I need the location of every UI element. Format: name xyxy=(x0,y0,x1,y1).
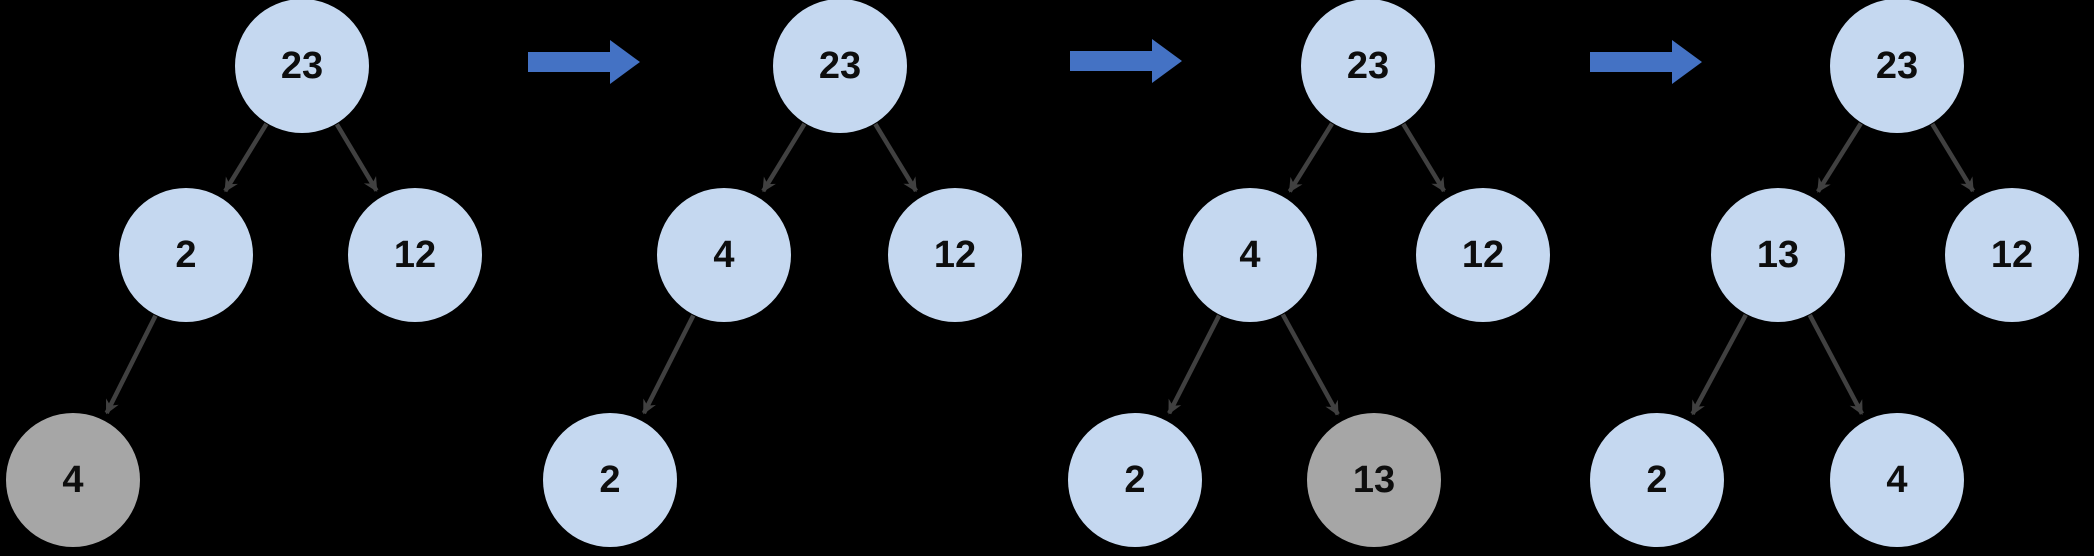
tree-node: 12 xyxy=(888,188,1022,322)
tree-node-circle xyxy=(1183,188,1317,322)
step-arrow-icon xyxy=(528,40,640,84)
tree-step-3: 23 4 12 2 13 xyxy=(1068,0,1550,547)
tree-node-label: 4 xyxy=(1239,234,1260,276)
tree-node-label: 13 xyxy=(1757,234,1799,276)
tree-node-circle xyxy=(543,413,677,547)
tree-node-circle-highlighted xyxy=(6,413,140,547)
tree-node-label: 13 xyxy=(1353,459,1395,501)
tree-node-circle xyxy=(888,188,1022,322)
tree-node: 4 xyxy=(1183,188,1317,322)
edge-arrow xyxy=(1401,122,1446,193)
tree-node-circle xyxy=(1068,413,1202,547)
tree-node: 13 xyxy=(1711,188,1845,322)
tree-node-circle xyxy=(1711,188,1845,322)
tree-node-circle xyxy=(1416,188,1550,322)
tree-node-label: 12 xyxy=(1991,234,2033,276)
tree-step-2: 23 4 12 2 xyxy=(543,0,1022,547)
tree-node-label: 12 xyxy=(1462,234,1504,276)
tree-node: 12 xyxy=(348,188,482,322)
tree-node: 2 xyxy=(1068,413,1202,547)
tree-node-circle xyxy=(773,0,907,133)
tree-node-label: 2 xyxy=(599,459,620,501)
tree-node-label: 4 xyxy=(1886,459,1907,501)
tree-node: 12 xyxy=(1416,188,1550,322)
tree-node-circle xyxy=(1830,0,1964,133)
tree-node-circle xyxy=(657,188,791,322)
tree-node: 23 xyxy=(1830,0,1964,133)
tree-node-label: 23 xyxy=(819,45,861,87)
step-arrow-icon xyxy=(1070,39,1182,83)
tree-step-1: 23 2 12 4 xyxy=(6,0,482,547)
tree-step-4: 23 13 12 2 4 xyxy=(1590,0,2079,547)
tree-node-circle xyxy=(119,188,253,322)
edge-arrow xyxy=(1690,313,1748,416)
edge-arrow xyxy=(223,122,269,193)
edge-arrow xyxy=(1167,314,1222,415)
tree-node-circle xyxy=(348,188,482,322)
edge-arrow xyxy=(1287,122,1334,193)
edge-arrow xyxy=(1807,314,1864,415)
tree-node: 23 xyxy=(235,0,369,133)
tree-node: 2 xyxy=(543,413,677,547)
tree-node-label: 4 xyxy=(713,234,734,276)
tree-node: 13 xyxy=(1307,413,1441,547)
edge-arrow xyxy=(761,122,807,193)
tree-node: 23 xyxy=(1301,0,1435,133)
edge-arrow xyxy=(104,314,158,415)
tree-node: 4 xyxy=(657,188,791,322)
tree-node-circle xyxy=(235,0,369,133)
tree-node-label: 12 xyxy=(934,234,976,276)
tree-node-label: 23 xyxy=(1347,45,1389,87)
tree-node-circle xyxy=(1301,0,1435,133)
tree-node-label: 2 xyxy=(1646,459,1667,501)
tree-node-label: 2 xyxy=(175,234,196,276)
tree-node: 4 xyxy=(6,413,140,547)
tree-node-circle xyxy=(1590,413,1724,547)
edge-arrow xyxy=(1930,122,1975,193)
tree-node: 23 xyxy=(773,0,907,133)
edge-arrow xyxy=(1280,313,1340,416)
tree-node: 2 xyxy=(119,188,253,322)
tree-node-label: 23 xyxy=(281,45,323,87)
edge-arrow xyxy=(334,123,379,192)
tree-node-circle xyxy=(1945,188,2079,322)
tree-node: 4 xyxy=(1830,413,1964,547)
tree-node-label: 4 xyxy=(62,459,83,501)
tree-node-label: 23 xyxy=(1876,45,1918,87)
tree-node: 12 xyxy=(1945,188,2079,322)
tree-node-circle xyxy=(1830,413,1964,547)
step-arrow-icon xyxy=(1590,40,1702,84)
tree-node: 2 xyxy=(1590,413,1724,547)
tree-node-circle-highlighted xyxy=(1307,413,1441,547)
edge-arrow xyxy=(873,122,918,193)
tree-node-label: 12 xyxy=(394,234,436,276)
edge-arrow xyxy=(1816,122,1863,193)
tree-node-label: 2 xyxy=(1124,459,1145,501)
edge-arrow xyxy=(641,314,696,415)
